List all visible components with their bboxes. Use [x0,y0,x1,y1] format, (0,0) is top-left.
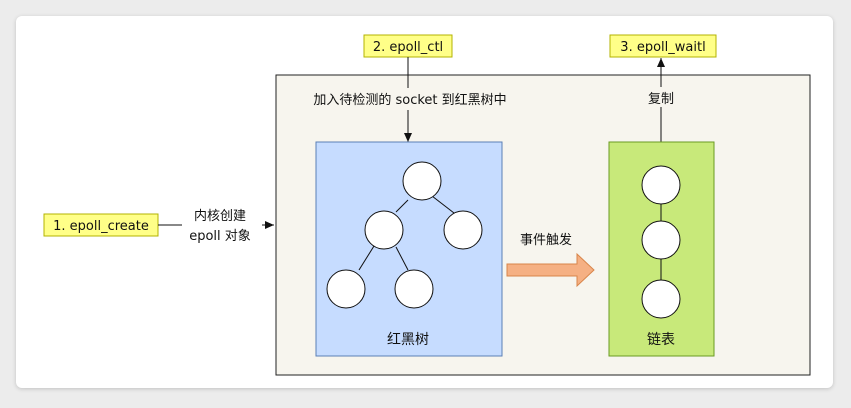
linked-list-label: 链表 [647,332,675,348]
rb-tree-node-root [402,161,442,201]
epoll-wait-label: 3. epoll_waitl [609,34,717,58]
epoll-wait-text: 3. epoll_waitl [620,40,705,55]
rb-tree-label: 红黑树 [387,332,429,348]
rb-tree-edges [358,195,455,271]
create-annotation-bg [182,203,262,247]
epoll-ctl-text: 2. epoll_ctl [373,40,443,55]
epoll-create-label: 1. epoll_create [43,213,159,237]
copy-bg [644,87,678,107]
event-trigger-arrow [506,252,595,288]
epoll-ctl-label: 2. epoll_ctl [363,34,453,58]
add-socket-text: 加入待检测的 socket 到红黑树中 [313,92,506,108]
epoll-create-text: 1. epoll_create [53,219,149,234]
event-trigger-text: 事件触发 [520,232,572,248]
rb-tree-node [364,210,404,250]
kernel-create-line1: 内核创建 [194,208,246,224]
kernel-create-line2: epoll 对象 [189,229,251,244]
rb-tree-node [326,269,366,309]
rb-tree-node [394,269,434,309]
linked-list-node [641,279,681,319]
add-socket-bg [294,88,526,110]
rb-tree-node [443,210,483,250]
linked-list-node [641,220,681,260]
linked-list-node [641,165,681,205]
copy-text: 复制 [648,92,674,107]
